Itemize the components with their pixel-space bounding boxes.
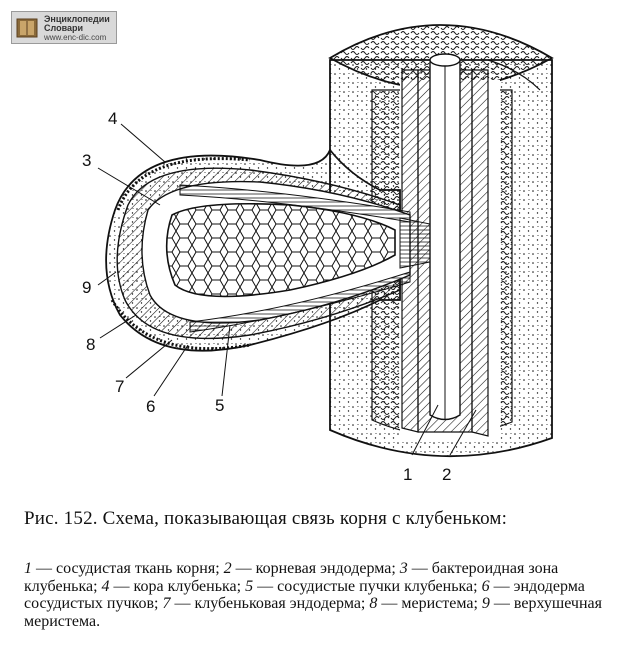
label-6: 6 (146, 397, 155, 416)
legend-text-8: — меристема; (377, 595, 482, 612)
legend-num-8: 8 (369, 595, 378, 612)
leader-6 (153, 344, 189, 397)
label-7: 7 (115, 377, 124, 396)
apical-meristem (116, 157, 251, 211)
legend-text-4: — кора клубенька; (109, 577, 246, 595)
legend-num-2: 2 (223, 560, 232, 577)
label-5: 5 (215, 396, 224, 415)
leader-4 (120, 123, 166, 163)
leader-8 (99, 314, 137, 339)
legend-num-9: 9 (481, 595, 490, 612)
label-3: 3 (82, 151, 91, 170)
label-8: 8 (86, 335, 95, 354)
legend-text-3: — бактероидная зона клубенька; (24, 560, 559, 595)
logo-url: www.enc-dic.com (44, 33, 107, 42)
legend-num-6: 6 (481, 577, 490, 595)
legend-num-5: 5 (245, 577, 254, 595)
label-1: 1 (403, 465, 412, 484)
nodule-vascular-bundle-bottom (189, 271, 411, 333)
legend-num-7: 7 (162, 595, 171, 612)
figure-caption: Рис. 152. Схема, показывающая связь корн… (24, 507, 624, 530)
leader-7 (125, 339, 173, 379)
label-4: 4 (108, 109, 117, 128)
legend-text-6: — эндодерма сосудистых пучков; (24, 577, 585, 613)
legend-num-1: 1 (24, 560, 32, 577)
figure-legend: 1 — сосудистая ткань корня; 2 — корневая… (24, 560, 624, 630)
label-9: 9 (82, 278, 91, 297)
logo-title-line1: Энциклопедии (44, 14, 110, 24)
site-logo[interactable]: Энциклопедии Словари www.enc-dic.com (11, 11, 117, 44)
leader-1 (411, 404, 439, 456)
legend-text-9: — верхушечная меристема. (24, 595, 602, 630)
root-nodule-diagram: 1 2 3 4 5 6 7 8 9 (82, 24, 554, 484)
leader-5 (221, 324, 231, 397)
legend-num-4: 4 (101, 577, 110, 595)
figure-title: Схема, показывающая связь корня с клубен… (102, 508, 508, 529)
leader-3 (97, 167, 161, 206)
leader-9 (97, 271, 117, 286)
label-2: 2 (442, 465, 451, 484)
book-icon (16, 18, 38, 38)
legend-text-2: — корневая эндодерма; (231, 560, 400, 577)
legend-text-7: — клубеньковая эндодерма; (170, 595, 370, 612)
legend-text-5: — сосудистые пучки клубенька; (253, 577, 482, 595)
figure-number: Рис. 152. (24, 508, 98, 529)
leader-2 (449, 409, 477, 456)
logo-title-line2: Словари (44, 23, 84, 33)
legend-num-3: 3 (399, 560, 408, 577)
bacteroid-zone (165, 202, 396, 298)
legend-text-1: — сосудистая ткань корня; (32, 560, 224, 577)
